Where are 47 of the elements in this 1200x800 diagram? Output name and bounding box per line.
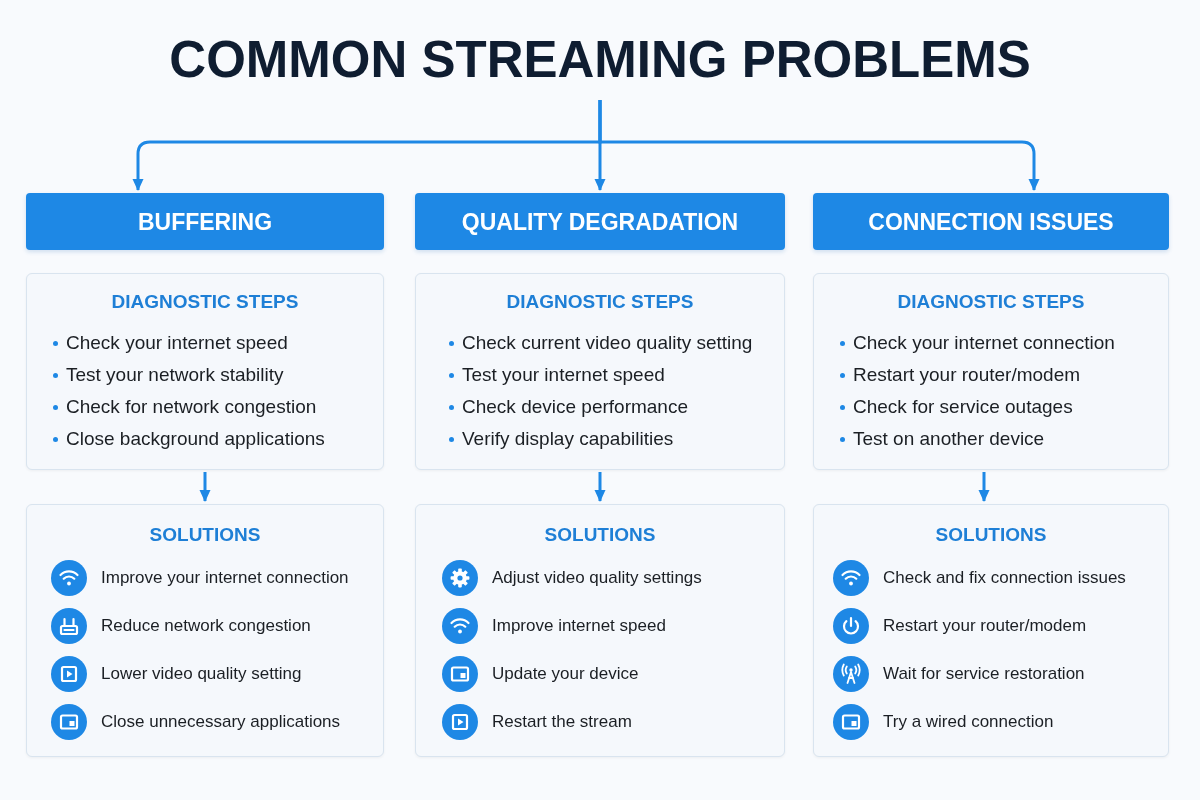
- solution-text: Update your device: [492, 663, 639, 685]
- solution-text: Restart your router/modem: [883, 615, 1087, 637]
- solutions-panel: [813, 504, 1169, 757]
- solution-text: Restart the stream: [492, 711, 632, 733]
- category-label: QUALITY DEGRADATION: [461, 207, 739, 237]
- step-text: Check device performance: [462, 395, 688, 419]
- step-text: Verify display capabilities: [462, 427, 674, 451]
- section-heading: SOLUTIONS: [149, 523, 261, 547]
- section-heading: SOLUTIONS: [935, 523, 1047, 547]
- step-text: Check current video quality setting: [462, 331, 753, 355]
- diagnostic-panel: [415, 273, 785, 470]
- diagnostic-panel: [26, 273, 384, 470]
- step-text: Check your internet speed: [66, 331, 288, 355]
- diagnostic-panel: [813, 273, 1169, 470]
- step-text: Test your network stability: [66, 363, 284, 387]
- section-heading: DIAGNOSTIC STEPS: [506, 290, 694, 314]
- arrow: [594, 472, 606, 502]
- category-header: [26, 193, 384, 250]
- arrow: [199, 472, 211, 502]
- solutions-panel: [415, 504, 785, 757]
- category-header: [813, 193, 1169, 250]
- solution-text: Adjust video quality settings: [492, 567, 702, 589]
- step-text: Check your internet connection: [853, 331, 1115, 355]
- solution-text: Wait for service restoration: [883, 663, 1085, 685]
- section-heading: DIAGNOSTIC STEPS: [111, 290, 299, 314]
- category-header: [415, 193, 785, 250]
- solution-text: Check and fix connection issues: [883, 567, 1126, 589]
- arrow: [598, 100, 1040, 191]
- step-text: Restart your router/modem: [853, 363, 1081, 387]
- section-heading: SOLUTIONS: [544, 523, 656, 547]
- step-text: Close background applications: [66, 427, 325, 451]
- solution-text: Reduce network congestion: [101, 615, 311, 637]
- step-text: Test your internet speed: [462, 363, 665, 387]
- category-label: BUFFERING: [137, 207, 273, 237]
- step-text: Test on another device: [853, 427, 1045, 451]
- page-title: COMMON STREAMING PROBLEMS: [169, 30, 1031, 90]
- section-heading: DIAGNOSTIC STEPS: [897, 290, 1085, 314]
- solution-text: Close unnecessary applications: [101, 711, 341, 733]
- solutions-panel: [26, 504, 384, 757]
- step-text: Check for network congestion: [66, 395, 317, 419]
- solution-text: Improve internet speed: [492, 615, 666, 637]
- arrow: [978, 472, 990, 502]
- solution-text: Improve your internet connection: [101, 567, 349, 589]
- category-label: CONNECTION ISSUES: [868, 207, 1114, 237]
- step-text: Check for service outages: [853, 395, 1073, 419]
- solution-text: Try a wired connection: [883, 711, 1054, 733]
- solution-text: Lower video quality setting: [101, 663, 302, 685]
